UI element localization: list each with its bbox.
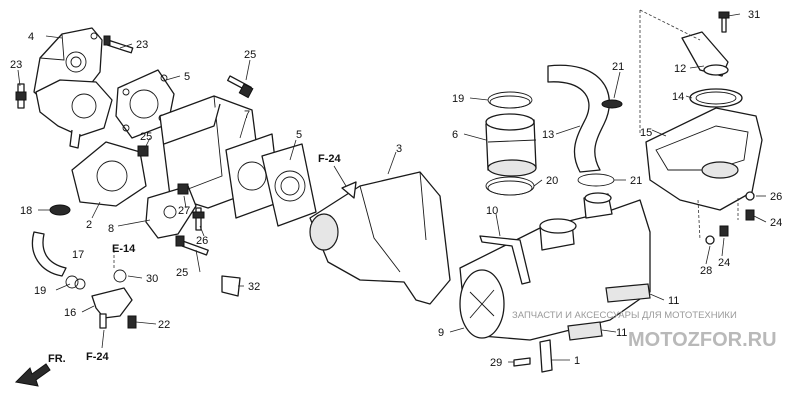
callout-6: 6 xyxy=(452,129,458,141)
part-11-pad-b xyxy=(567,321,603,341)
part-25-bolt-top xyxy=(227,75,254,99)
callout-16: 16 xyxy=(64,307,76,319)
watermark-line: ЗАПЧАСТИ И АКСЕССУАРЫ ДЛЯ МОТОТЕХНИКИ xyxy=(512,310,737,321)
callout-23: 23 xyxy=(10,59,22,71)
callout-25: 25 xyxy=(140,131,152,143)
callout-27: 27 xyxy=(178,205,190,217)
part-21-clamp-mid xyxy=(577,173,615,187)
part-29-screw xyxy=(513,357,531,367)
callout-29: 29 xyxy=(490,357,502,369)
part-16-joint xyxy=(91,287,133,329)
part-19-clamp-top xyxy=(487,91,533,109)
part-28-washer-b xyxy=(705,235,715,245)
callout-31: 31 xyxy=(748,9,760,21)
ref-f-24-top: F-24 xyxy=(318,153,342,165)
part-24-bolt-b xyxy=(719,225,729,237)
callout-3: 3 xyxy=(396,143,402,155)
part-22-sensor xyxy=(127,315,137,329)
part-31-bolt xyxy=(718,11,730,33)
callout-10: 10 xyxy=(486,205,498,217)
part-15-airbox xyxy=(645,107,763,211)
callout-25: 25 xyxy=(176,267,188,279)
part-4b-thermostat-body xyxy=(35,79,113,149)
callout-11: 11 xyxy=(616,327,627,339)
callout-23: 23 xyxy=(136,39,148,51)
callout-11: 11 xyxy=(668,295,679,307)
ref-e-14: E-14 xyxy=(112,243,136,255)
part-27-nut xyxy=(177,183,189,195)
callout-26: 26 xyxy=(770,191,782,203)
callout-30: 30 xyxy=(146,273,158,285)
callout-9: 9 xyxy=(438,327,444,339)
part-19-clamp xyxy=(65,275,86,290)
callout-4: 4 xyxy=(28,31,34,43)
front-marker: FR. xyxy=(48,353,66,365)
callout-25: 25 xyxy=(244,49,256,61)
part-6-joint-rubber xyxy=(485,113,537,177)
part-2-gasket xyxy=(71,141,147,207)
part-10-band xyxy=(479,235,531,285)
part-5-gasket-right xyxy=(261,143,317,227)
callout-2: 2 xyxy=(86,219,92,231)
callout-19: 19 xyxy=(452,93,464,105)
part-26-bolt xyxy=(192,207,205,231)
part-18-clamp xyxy=(49,204,71,216)
callout-14: 14 xyxy=(672,91,684,103)
part-11-pad xyxy=(605,283,651,303)
part-17-hose xyxy=(31,231,67,277)
part-14-oring xyxy=(689,88,743,108)
part-3-exhaust-chamber xyxy=(309,171,451,305)
callout-15: 15 xyxy=(640,127,652,139)
front-arrow-icon xyxy=(14,363,51,387)
part-13-tube xyxy=(547,64,610,173)
callout-20: 20 xyxy=(546,175,558,187)
part-21-clamp-top xyxy=(601,99,623,109)
callout-24: 24 xyxy=(718,257,730,269)
part-12-elbow xyxy=(681,31,729,77)
part-30-oring xyxy=(113,269,127,283)
part-25-bolt-low xyxy=(175,235,209,256)
callout-19: 19 xyxy=(34,285,46,297)
callout-21: 21 xyxy=(630,175,642,187)
part-1-bracket xyxy=(539,339,553,373)
part-23-bolt-a xyxy=(103,35,134,54)
ref-f-24-bottom: F-24 xyxy=(86,351,110,363)
callout-12: 12 xyxy=(674,63,686,75)
part-20-clamp xyxy=(485,176,535,196)
callout-5: 5 xyxy=(296,129,302,141)
part-28-washer xyxy=(745,191,755,201)
part-23-bolt-b xyxy=(15,83,27,109)
part-32-clip xyxy=(221,275,241,297)
part-5-gasket-left xyxy=(115,69,175,139)
callout-22: 22 xyxy=(158,319,170,331)
callout-1: 1 xyxy=(574,355,580,367)
callout-32: 32 xyxy=(248,281,260,293)
callout-13: 13 xyxy=(542,129,554,141)
callout-18: 18 xyxy=(20,205,32,217)
part-9-muffler xyxy=(459,192,651,341)
callout-7: 7 xyxy=(244,109,250,121)
part-24-bolt xyxy=(745,209,755,221)
callout-28: 28 xyxy=(700,265,712,277)
callout-26: 26 xyxy=(196,235,208,247)
callout-8: 8 xyxy=(108,223,114,235)
callout-24: 24 xyxy=(770,217,782,229)
part-25-bolt-mid xyxy=(137,145,149,157)
callout-17: 17 xyxy=(72,249,84,261)
watermark-brand: MOTOZFOR.RU xyxy=(628,329,777,351)
callout-21: 21 xyxy=(612,61,624,73)
callout-5: 5 xyxy=(184,71,190,83)
